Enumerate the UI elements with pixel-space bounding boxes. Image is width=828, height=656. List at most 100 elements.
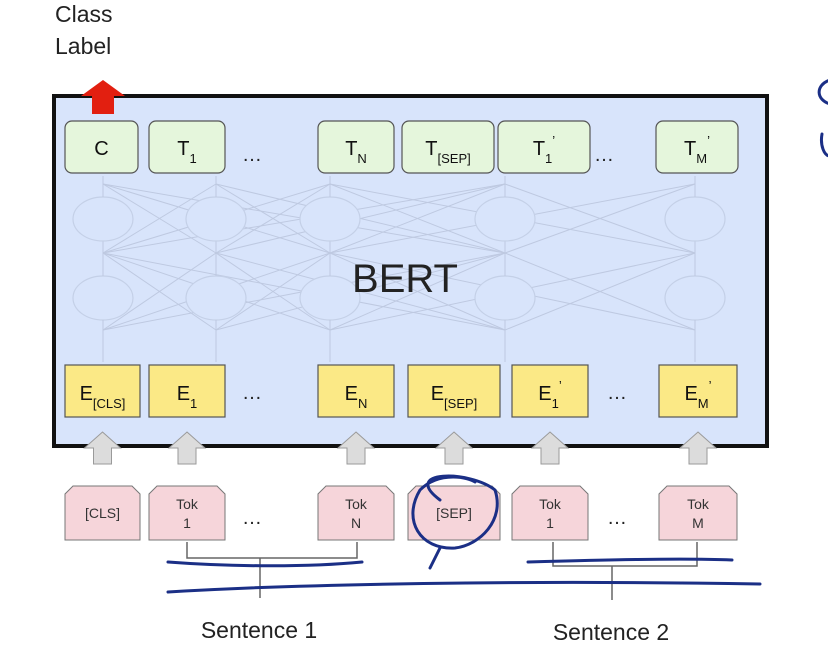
embedding-label-1: E1 bbox=[177, 383, 198, 411]
output-label-1: T1 bbox=[177, 138, 196, 166]
output-label-2: TN bbox=[345, 138, 367, 166]
network-edge bbox=[215, 252, 331, 331]
sentence1-label: Sentence 1 bbox=[201, 617, 317, 643]
network-node bbox=[299, 275, 361, 321]
network-node bbox=[664, 196, 726, 242]
token-box-3 bbox=[407, 485, 501, 541]
output-box-1 bbox=[148, 120, 226, 174]
embedding-main-4: E bbox=[538, 383, 551, 405]
embedding-label-3: E[SEP] bbox=[431, 383, 478, 411]
output-prime-4: ’ bbox=[552, 133, 555, 148]
network-node bbox=[474, 196, 536, 242]
input-arrow-2 bbox=[336, 431, 376, 465]
embedding-box-3 bbox=[407, 364, 501, 418]
output-prime-5: ’ bbox=[707, 133, 710, 148]
token-box-2 bbox=[317, 485, 395, 541]
input-arrow-3 bbox=[434, 431, 474, 465]
input-arrow-1 bbox=[167, 431, 207, 465]
embedding-sub-2: N bbox=[358, 396, 367, 411]
output-main-1: T bbox=[177, 138, 189, 160]
embedding-box-2 bbox=[317, 364, 395, 418]
embedding-sub-1: 1 bbox=[190, 396, 197, 411]
token-line2-1: 1 bbox=[183, 515, 191, 531]
annotation-edge-mark-2 bbox=[820, 132, 828, 158]
sentence2-bracket bbox=[552, 542, 698, 600]
embedding-main-5: E bbox=[684, 383, 697, 405]
embedding-box-4 bbox=[511, 364, 589, 418]
annotation-underline-sentence2 bbox=[526, 557, 734, 564]
output-label-0: C bbox=[94, 138, 108, 160]
network-node bbox=[474, 275, 536, 321]
output-main-3: T bbox=[425, 138, 437, 160]
network-node bbox=[72, 275, 134, 321]
embedding-main-3: E bbox=[431, 383, 444, 405]
output-main-2: T bbox=[345, 138, 357, 160]
input-arrow-4 bbox=[530, 431, 570, 465]
output-label-5: TM’ bbox=[684, 133, 710, 166]
network-edge bbox=[102, 252, 217, 331]
network-edge bbox=[329, 252, 506, 331]
sentence2-label: Sentence 2 bbox=[553, 619, 669, 645]
network-edge bbox=[504, 252, 696, 331]
output-sub-2: N bbox=[357, 151, 366, 166]
output-main-0: C bbox=[94, 138, 108, 160]
class-label-line1: Class bbox=[55, 1, 113, 27]
output-label-3: T[SEP] bbox=[425, 138, 470, 166]
class-output-arrow bbox=[81, 80, 125, 114]
token-line1-2: Tok bbox=[345, 496, 368, 512]
annotation-long-underline bbox=[166, 580, 762, 594]
embedding-prime-4: ’ bbox=[559, 378, 562, 393]
token-box-1 bbox=[148, 485, 226, 541]
output-box-0 bbox=[64, 120, 139, 174]
token-line2-2: N bbox=[351, 515, 361, 531]
output-box-4 bbox=[497, 120, 591, 174]
annotation-edge-mark-1 bbox=[817, 79, 828, 105]
bert-label: BERT bbox=[352, 257, 458, 301]
network-edge bbox=[329, 183, 506, 254]
token-line2-5: M bbox=[692, 515, 704, 531]
input-arrow-5 bbox=[678, 431, 718, 465]
annotation-underline-sentence1 bbox=[166, 560, 364, 568]
network-node bbox=[299, 196, 361, 242]
network-edge bbox=[215, 252, 506, 331]
embedding-main-0: E bbox=[80, 383, 93, 405]
embedding-sub-5: M bbox=[698, 396, 709, 411]
embedding-sub-3: [SEP] bbox=[444, 396, 477, 411]
network-edge bbox=[215, 183, 331, 254]
input-arrows bbox=[83, 431, 718, 465]
output-box-5 bbox=[655, 120, 739, 174]
token-box-5 bbox=[658, 485, 738, 541]
token-box-0 bbox=[64, 485, 141, 541]
network-node bbox=[185, 196, 247, 242]
embedding-label-5: EM’ bbox=[684, 378, 711, 411]
embedding-label-4: E1’ bbox=[538, 378, 562, 411]
embedding-ellipsis-1: … bbox=[242, 382, 262, 404]
token-box-4 bbox=[511, 485, 589, 541]
embedding-box-1 bbox=[148, 364, 226, 418]
output-main-5: T bbox=[684, 138, 696, 160]
output-sub-5: M bbox=[696, 151, 707, 166]
output-main-4: T bbox=[533, 138, 545, 160]
input-arrow-0 bbox=[83, 431, 122, 465]
embedding-main-2: E bbox=[345, 383, 358, 405]
network-node bbox=[664, 275, 726, 321]
token-ellipsis-2: … bbox=[607, 507, 627, 529]
network-edge bbox=[102, 183, 217, 254]
output-sub-4: 1 bbox=[545, 151, 552, 166]
output-sub-1: 1 bbox=[189, 151, 196, 166]
token-line1-5: Tok bbox=[687, 496, 710, 512]
output-box-2 bbox=[317, 120, 395, 174]
transformer-network bbox=[72, 176, 726, 362]
output-box-3 bbox=[401, 120, 495, 174]
token-line1-0: [CLS] bbox=[85, 505, 120, 521]
network-node bbox=[72, 196, 134, 242]
embedding-main-1: E bbox=[177, 383, 190, 405]
embedding-box-0 bbox=[64, 364, 141, 418]
embedding-sub-4: 1 bbox=[552, 396, 559, 411]
output-label-4: T1’ bbox=[533, 133, 555, 166]
output-ellipsis-1: … bbox=[242, 144, 262, 166]
embedding-sub-0: [CLS] bbox=[93, 396, 126, 411]
